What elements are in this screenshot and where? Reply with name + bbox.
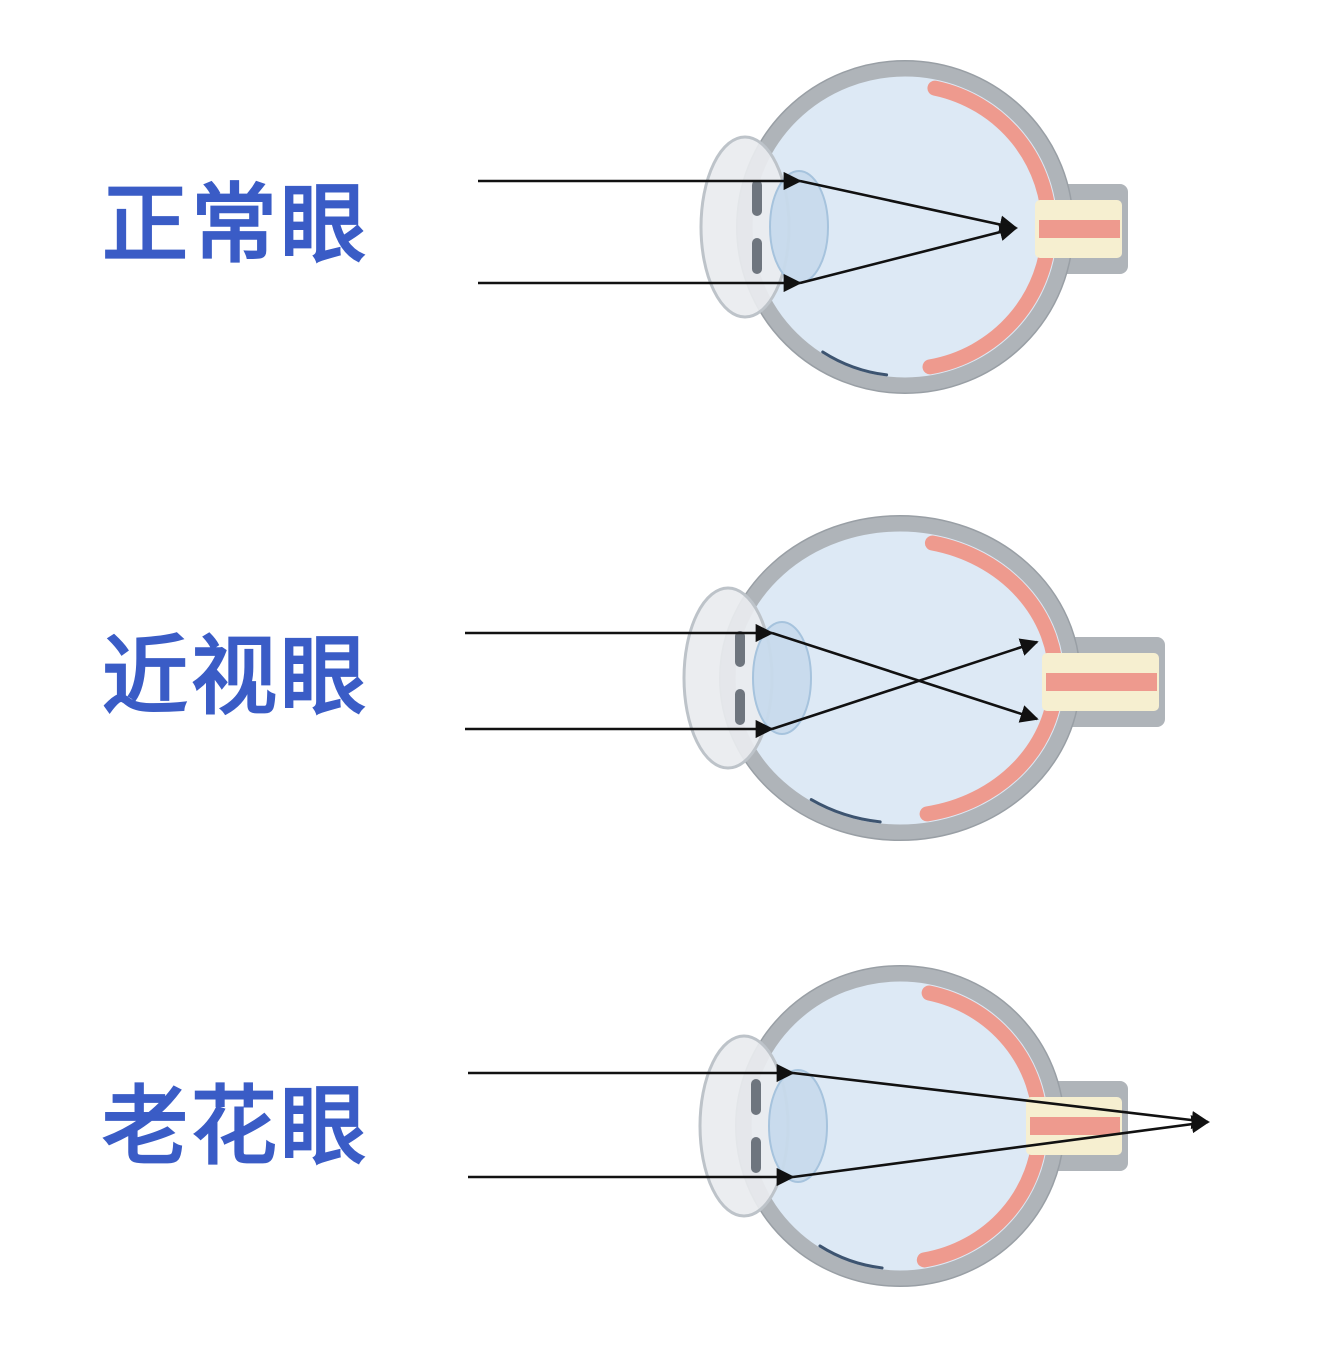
normal-eye-figure [478,60,1128,394]
light-ray-refracted [799,179,1018,234]
myopic-eye-figure [465,515,1165,841]
eyeball-bottom-line [821,350,889,377]
optic-nerve-stripe [1030,1117,1120,1135]
lens [768,1069,828,1183]
light-ray-refracted [771,631,1039,723]
optic-nerve-stripe [1039,220,1120,238]
light-ray-refracted [792,1071,1210,1130]
light-ray-refracted [799,223,1018,285]
row-myopic-eye: 近视眼 [0,452,1332,902]
light-ray-refracted [771,638,1039,731]
lens [752,621,812,735]
optic-nerve-stripe [1046,673,1157,691]
row-normal-eye: 正常眼 [0,0,1332,450]
eyeball-bottom-line [809,798,882,824]
row-presbyopic-eye: 老花眼 [0,902,1332,1352]
light-ray-refracted [792,1115,1210,1179]
label-myopic-eye: 近视眼 [102,629,369,725]
eyeball-bottom-line [818,1244,884,1270]
presbyopic-eye-figure [468,965,1210,1287]
label-normal-eye: 正常眼 [102,177,369,273]
lens [769,170,829,284]
label-presbyopic-eye: 老花眼 [102,1079,369,1175]
